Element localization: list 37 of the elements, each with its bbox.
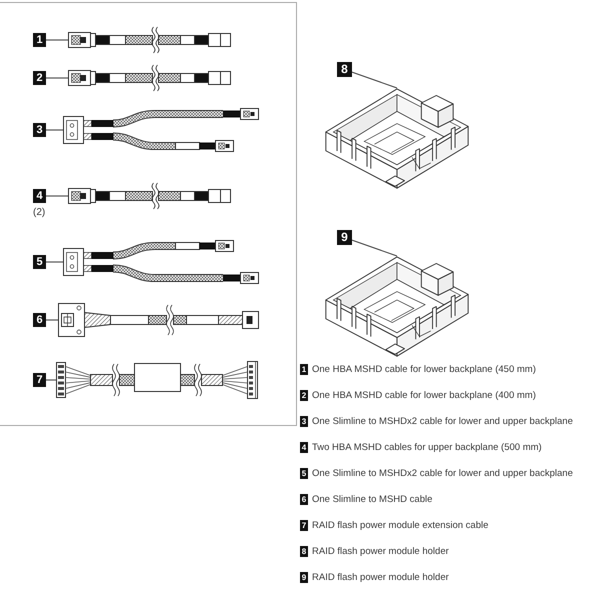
part-description: One Slimline to MSHDx2 cable for lower and upper backplane: [312, 415, 573, 428]
leader-line: [352, 72, 398, 88]
callout-number: 4: [33, 189, 46, 203]
part-description: RAID flash power module holder: [312, 571, 449, 584]
callout-number: 6: [33, 313, 46, 327]
callout-number: 7: [33, 373, 46, 387]
callout-number: 1: [300, 364, 308, 375]
cable-drawing: [68, 64, 232, 92]
callout-number: 5: [33, 255, 46, 269]
callout-number: 3: [300, 416, 308, 427]
quantity-note: (2): [33, 206, 46, 220]
callout-number: 4: [300, 442, 308, 453]
cable-drawing: [56, 360, 258, 400]
callout-number: 9: [300, 572, 308, 583]
callout-number: 5: [300, 468, 308, 479]
part-description: One HBA MSHD cable for lower backplane (450 mm): [312, 363, 536, 376]
part-description: Two HBA MSHD cables for upper backplane (500 mm): [312, 441, 542, 454]
cable-drawing: [58, 303, 260, 337]
cable-drawing: [68, 182, 232, 210]
callout-number: 2: [300, 390, 308, 401]
callout-number: 6: [300, 494, 308, 505]
callout-number: 9: [337, 230, 352, 245]
y-cable-drawing: [63, 240, 261, 284]
part-description: One Slimline to MSHDx2 cable for lower and upper backplane: [312, 467, 573, 480]
callout-number: 1: [33, 33, 46, 47]
callout-number: 2: [33, 71, 46, 85]
callout-number: 8: [337, 62, 352, 77]
part-description: One HBA MSHD cable for lower backplane (400 mm): [312, 389, 536, 402]
part-description: RAID flash power module holder: [312, 545, 449, 558]
cable-drawing: [68, 26, 232, 54]
callout-number: 3: [33, 123, 46, 137]
leader-line: [352, 240, 398, 256]
callout-number: 8: [300, 546, 308, 557]
part-description: RAID flash power module extension cable: [312, 519, 488, 532]
y-cable-drawing: [63, 108, 261, 152]
callout-number: 7: [300, 520, 308, 531]
part-description: One Slimline to MSHD cable: [312, 493, 432, 506]
